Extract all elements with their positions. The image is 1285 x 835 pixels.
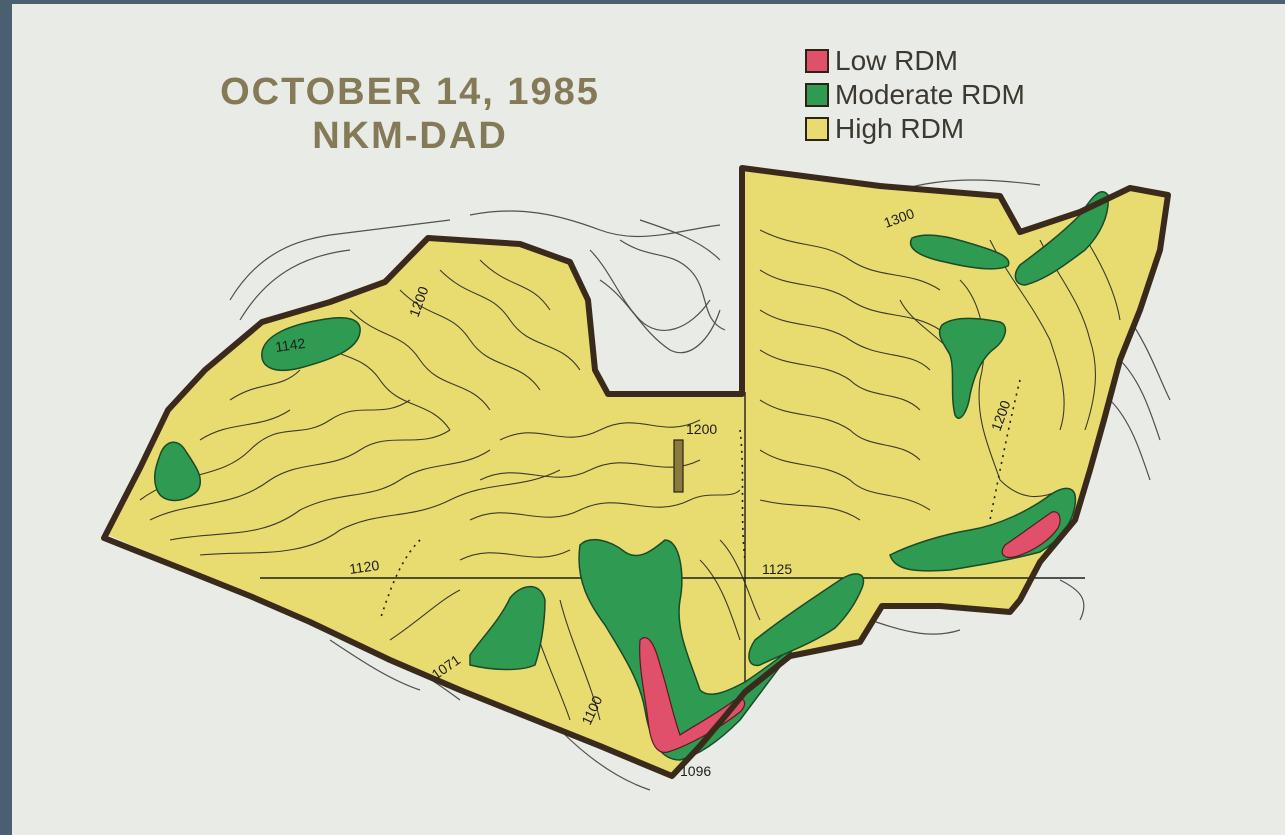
- high-rdm-area: [108, 168, 1165, 775]
- title-date: OCTOBER 14, 1985: [220, 71, 600, 113]
- moderate-rdm-area-south-west: [469, 585, 546, 671]
- low-rdm-area-east: [1001, 511, 1061, 558]
- moderate-rdm-area-ne-band: [909, 234, 1010, 270]
- moderate-rdm-area-ne-corner: [1014, 191, 1109, 286]
- moderate-rdm-area-east-lobe: [938, 317, 1007, 419]
- structure-marker: [673, 439, 684, 493]
- legend-label-low: Low RDM: [835, 45, 958, 76]
- contour-label: 1096: [680, 763, 711, 779]
- legend-label-high: High RDM: [835, 113, 965, 144]
- contour-label: 1200: [686, 421, 717, 437]
- moderate-rdm-area-west: [153, 441, 202, 502]
- legend-item-high: High RDM: [805, 112, 1025, 146]
- contour-label: 1142: [274, 335, 306, 355]
- map-title: OCTOBER 14, 1985 NKM-DAD: [175, 70, 645, 158]
- contour-label: 1125: [762, 561, 792, 577]
- title-site: NKM-DAD: [312, 115, 508, 157]
- legend-swatch-moderate: [805, 83, 829, 107]
- legend-item-moderate: Moderate RDM: [805, 78, 1025, 112]
- contour-label: 1120: [348, 557, 380, 577]
- legend-swatch-high: [805, 117, 829, 141]
- moderate-rdm-area-nw: [261, 317, 361, 372]
- legend: Low RDM Moderate RDM High RDM: [805, 44, 1025, 146]
- property-boundary: [101, 165, 1171, 779]
- legend-swatch-low: [805, 49, 829, 73]
- stream-lines: [379, 379, 1021, 621]
- moderate-rdm-area-south-east: [748, 573, 865, 667]
- legend-label-moderate: Moderate RDM: [835, 79, 1025, 110]
- legend-item-low: Low RDM: [805, 44, 1025, 78]
